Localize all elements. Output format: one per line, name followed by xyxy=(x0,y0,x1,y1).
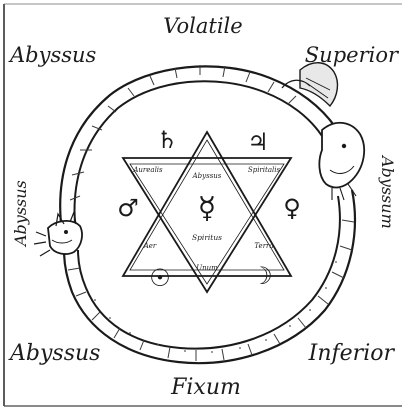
mercury-icon: ☿ xyxy=(198,191,216,226)
label-volatile: Volatile xyxy=(163,14,242,38)
label-fixum: Fixum xyxy=(170,375,241,400)
sun-icon: ☉ xyxy=(149,264,171,292)
label-left-upper: Aurealis xyxy=(132,166,163,174)
serpent-head-right-icon xyxy=(282,63,364,200)
mars-icon: ♂ xyxy=(117,194,139,222)
label-right-upper: Spiritalis xyxy=(248,166,281,174)
venus-icon: ♀ xyxy=(283,194,301,222)
label-bottom: Unum xyxy=(196,264,218,272)
label-abyssus-left-vertical: Abyssus xyxy=(11,180,30,248)
label-center: Spiritus xyxy=(192,233,222,242)
serpent-head-left-icon xyxy=(34,212,82,256)
label-superior: Superior xyxy=(305,43,400,67)
label-right-lower: Terra xyxy=(254,242,273,250)
label-inferior: Inferior xyxy=(308,341,396,366)
label-abyssus-bottom-left: Abyssus xyxy=(8,341,100,366)
label-abyssus-top-left: Abyssus xyxy=(8,43,97,67)
moon-icon: ☽ xyxy=(251,262,273,290)
label-abyssum-right-vertical: Abyssum xyxy=(378,154,397,229)
jupiter-icon: ♃ xyxy=(247,128,269,156)
label-center-upper: Abyssus xyxy=(192,172,222,180)
saturn-icon: ♄ xyxy=(156,126,178,154)
label-left-lower: Aer xyxy=(143,242,157,250)
